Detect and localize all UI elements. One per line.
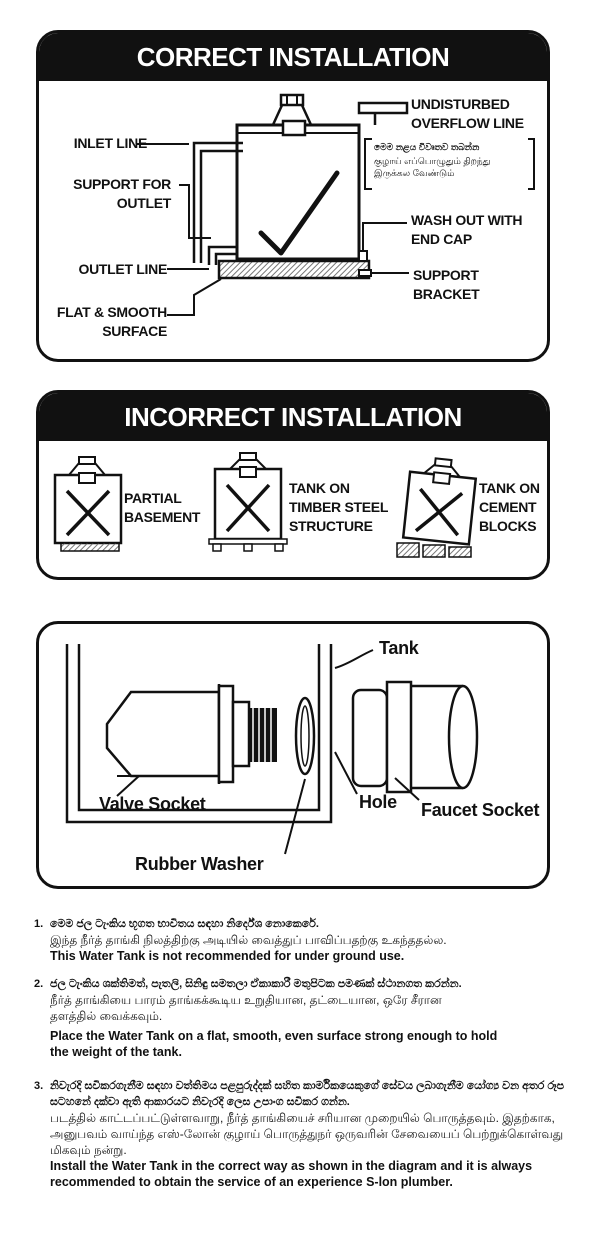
note-number: 2. [34,978,44,990]
overflow-note-sinhala: මෙම නළය විවෘතව තබන්න [374,142,480,152]
timber-steel-structure-label: TANK ON TIMBER STEEL STRUCTURE [289,480,388,534]
fitting-panel: Tank Valve Socket Hole Faucet Socket Rub… [36,621,550,889]
installation-notes: 1. මෙම ජල ටැංකිය භූගත භාවිතය සඳහා නිර්දේ… [34,916,574,1202]
faucet-socket-label: Faucet Socket [421,800,540,820]
rubber-washer-shape [294,696,316,776]
support-for-outlet-label: SUPPORT FOR OUTLET [73,176,171,211]
correct-installation-title: CORRECT INSTALLATION [39,33,547,81]
partial-basement-label: PARTIAL BASEMENT [124,490,201,525]
note-english: Install the Water Tank in the correct wa… [50,1159,533,1189]
note-sinhala: ජල ටැංකිය ශක්තිමත්, පැතලි, සිනිඳු සමතලා … [50,978,462,990]
note-sinhala: නිවැරදි සවිකරගැනීම සඳහා වත්තිමය පළපුරුද්… [50,1080,565,1108]
incorrect-installation-title: INCORRECT INSTALLATION [39,393,547,441]
cement-blocks-label: TANK ON CEMENT BLOCKS [479,480,540,534]
outlet-line-label: OUTLET LINE [78,261,168,277]
note-tamil: படத்தில் காட்டப்பட்டுள்ளவாறு, நீர்த் தாங… [50,1111,564,1157]
note-number: 1. [34,918,44,930]
correct-installation-diagram [137,93,535,316]
cement-blocks [396,542,472,558]
inlet-line-label: INLET LINE [73,135,148,151]
check-icon [258,170,340,256]
partial-basement-tank [53,456,123,552]
tank-label: Tank [379,638,419,658]
note-english: This Water Tank is not recommended for u… [50,949,405,963]
note-tamil: நீர்த் தாங்கியை பாரம் தாங்கக்கூடிய உறுதி… [50,993,442,1023]
note-tamil: இந்த நீர்த் தாங்கி நிலத்திற்கு அடியில் வ… [50,933,447,947]
note-item: 1. මෙම ජල ටැංකිය භූගත භාවිතය සඳහා නිර්දේ… [34,916,574,964]
flat-smooth-surface-slab [217,259,371,280]
cement-blocks-tank [401,457,478,546]
timber-steel-structure-tank [208,452,288,552]
hole-label: Hole [359,792,397,812]
valve-socket-label: Valve Socket [99,794,206,814]
note-sinhala: මෙම ජල ටැංකිය භූගත භාවිතය සඳහා නිර්දේශ න… [50,918,319,930]
support-bracket-label: SUPPORT BRACKET [413,267,480,302]
wash-out-with-end-cap-label: WASH OUT WITH END CAP [411,212,523,247]
overflow-note-tamil: குழாய் எப்பொழுதும் திறந்து இருக்கல வேண்ட… [374,156,491,178]
note-item: 2. ජල ටැංකිය ශක්තිමත්, පැතලි, සිනිඳු සමත… [34,976,574,1060]
note-number: 3. [34,1080,44,1092]
undisturbed-overflow-line-label: UNDISTURBED OVERFLOW LINE [411,96,524,131]
note-english: Place the Water Tank on a flat, smooth, … [50,1029,498,1059]
incorrect-installation-panel: INCORRECT INSTALLATION [36,390,550,580]
correct-installation-panel: CORRECT INSTALLATION [36,30,550,362]
incorrect-installation-diagram [53,452,478,558]
fitting-diagram [65,644,479,855]
rubber-washer-label: Rubber Washer [135,854,264,874]
flat-smooth-surface-label: FLAT & SMOOTH SURFACE [56,304,167,339]
note-item: 3. නිවැරදි සවිකරගැනීම සඳහා වත්තිමය පළපුර… [34,1078,574,1190]
